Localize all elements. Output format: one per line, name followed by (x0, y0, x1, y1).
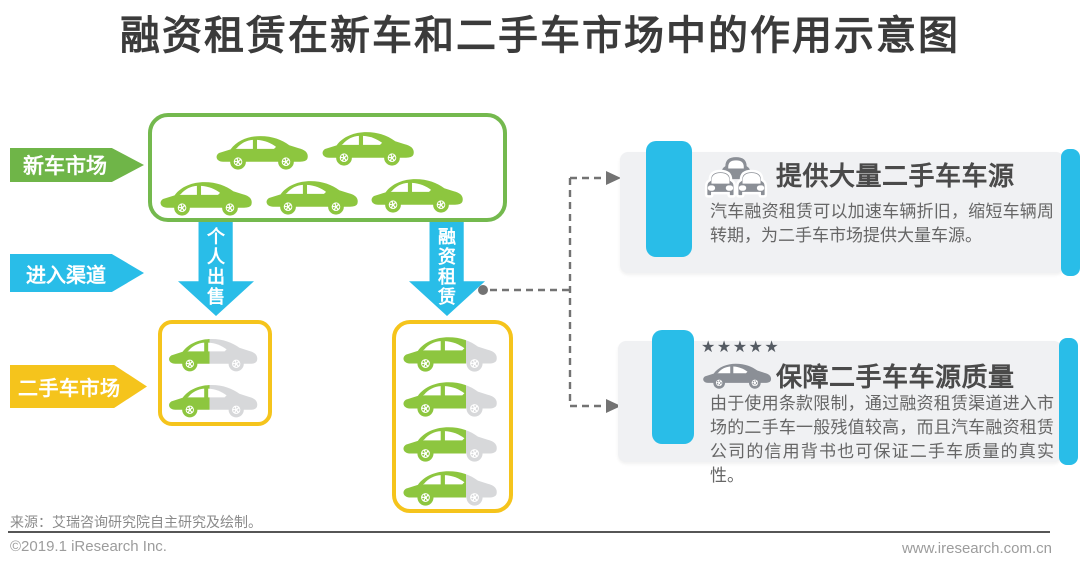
leased-used-car-icon (402, 426, 498, 462)
new-car-icon (215, 135, 309, 170)
finance-lease-arrow-label: 融资租赁 (436, 227, 456, 307)
new-car-icon (370, 178, 464, 213)
label-entry-channel: 进入渠道 (10, 254, 144, 292)
accent-bar-icon (646, 141, 692, 257)
benefit-body-supply: 汽车融资租赁可以加速车辆折旧，缩短车辆周转期，为二手车市场提供大量车源。 (710, 202, 1054, 245)
website-text: www.iresearch.com.cn (901, 540, 1052, 557)
benefit-heading-quality: 保障二手车车源质量 (776, 362, 1015, 392)
gray-car-side-icon (702, 363, 772, 389)
new-car-icon (321, 131, 415, 166)
half-used-car-icon (168, 384, 259, 418)
label-used-car-market-text: 二手车市场 (18, 378, 121, 400)
label-new-car-market: 新车市场 (10, 148, 144, 182)
label-new-car-market-text: 新车市场 (23, 155, 107, 178)
source-note: 来源：艾瑞咨询研究院自主研究及绘制。 (10, 514, 262, 530)
page-title: 融资租赁在新车和二手车市场中的作用示意图 (120, 14, 960, 58)
benefit-body-quality: 由于使用条款限制，通过融资租赁渠道进入市场的二手车一般残值较高，而且汽车融资租赁… (710, 394, 1054, 485)
label-entry-channel-text: 进入渠道 (26, 264, 106, 287)
accent-bar-icon (652, 330, 694, 444)
accent-bar-icon (1059, 338, 1078, 465)
copyright-text: ©2019.1 iResearch Inc. (10, 538, 167, 555)
new-car-icon (265, 180, 359, 215)
benefit-panel-supply (620, 152, 1064, 273)
leased-used-car-icon (402, 381, 498, 417)
footer-divider (8, 531, 1050, 533)
leased-used-car-icon (402, 336, 498, 372)
personal-sale-arrow-label: 个人出售 (205, 227, 225, 307)
five-stars-icon: ★★★★★ (701, 339, 781, 356)
benefit-heading-supply: 提供大量二手车车源 (776, 161, 1015, 191)
label-used-car-market: 二手车市场 (10, 365, 147, 408)
three-cars-front-icon (704, 157, 768, 198)
half-used-car-icon (168, 338, 259, 372)
leased-used-car-icon (402, 470, 498, 506)
new-car-icon (159, 181, 253, 216)
accent-bar-icon (1061, 149, 1080, 276)
